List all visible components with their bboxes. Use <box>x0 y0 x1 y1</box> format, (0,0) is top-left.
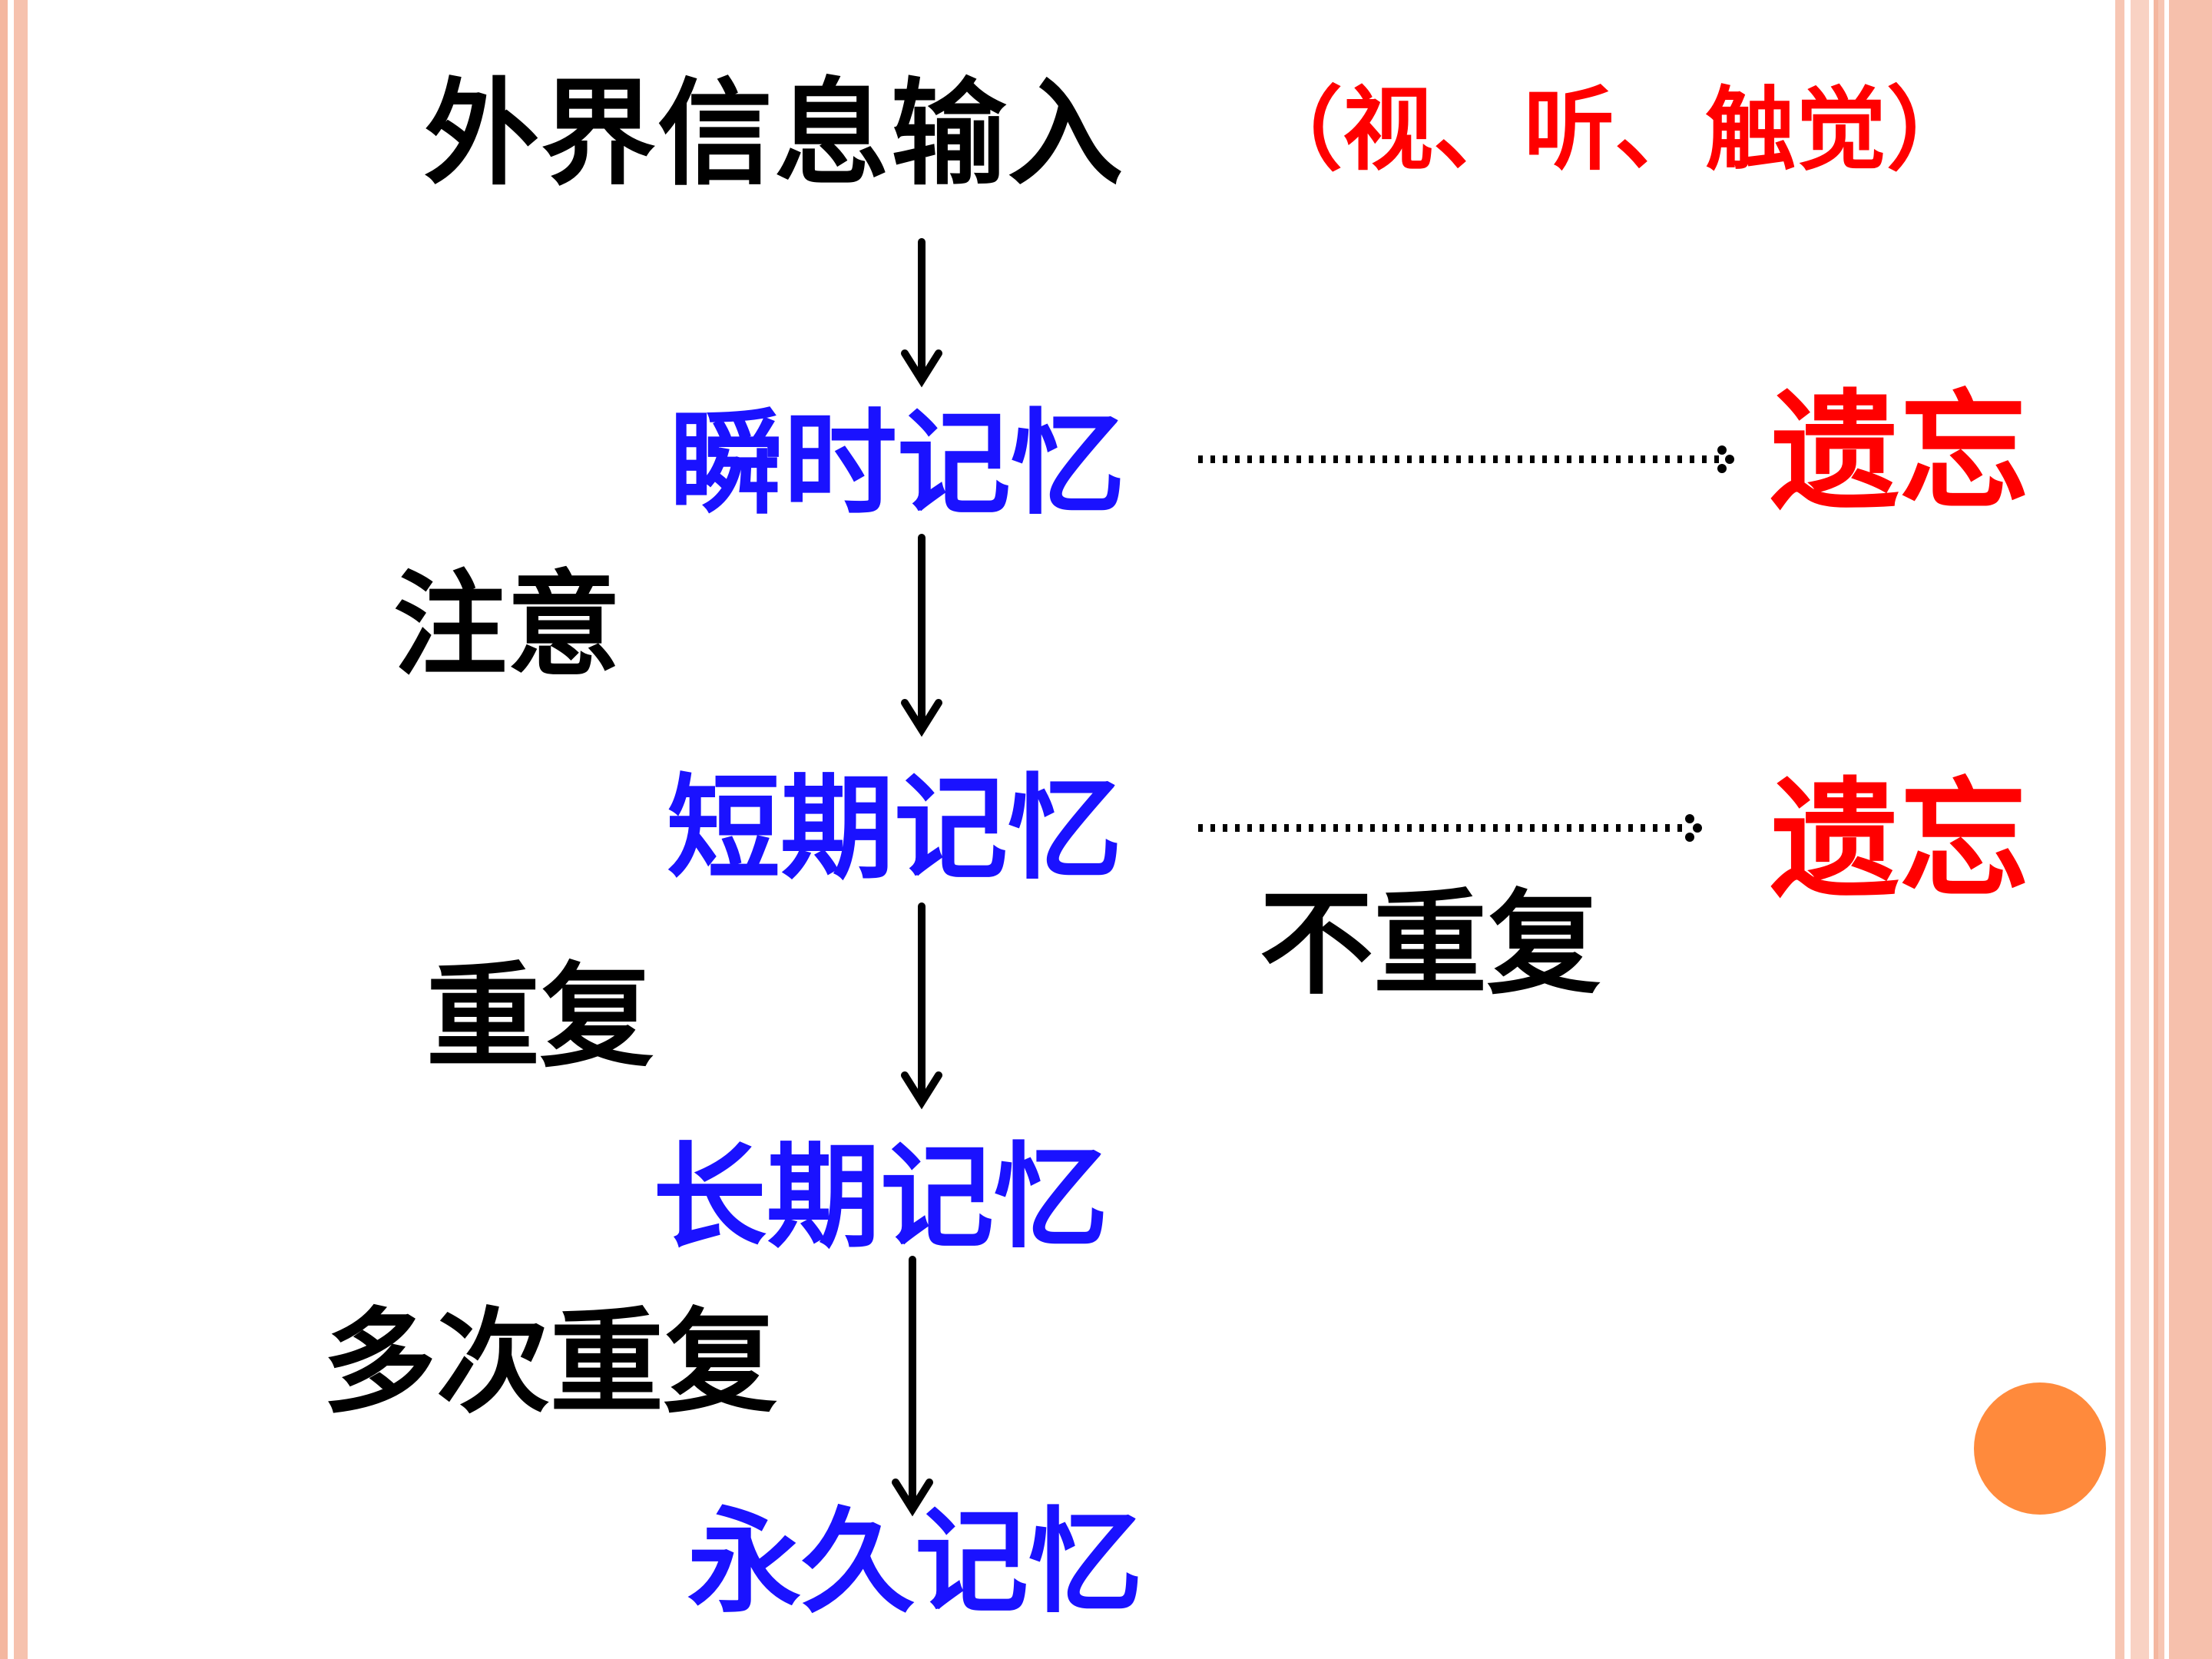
forget-label-1: 遗忘 <box>1770 377 2028 528</box>
label-multiple-repetition: 多次重复 <box>323 1296 777 1429</box>
label-repetition: 重复 <box>426 951 654 1083</box>
stage-permanent-memory: 永久记忆 <box>687 1496 1142 1628</box>
arrow-sensory-to-short <box>901 534 942 737</box>
stage-long-term-memory: 长期记忆 <box>653 1131 1108 1263</box>
arrow-input-to-sensory <box>901 238 942 388</box>
stage-short-term-memory: 短期记忆 <box>667 763 1121 895</box>
slide-frame-right <box>2114 0 2212 1659</box>
accent-dot <box>1974 1382 2106 1515</box>
arrow-short-to-long <box>901 902 942 1110</box>
label-no-repetition: 不重复 <box>1260 878 1601 1010</box>
stage-sensory-memory: 瞬时记忆 <box>670 398 1124 530</box>
forget-label-2: 遗忘 <box>1770 765 2028 916</box>
senses-note: （视、听、触觉） <box>1252 77 1978 183</box>
label-attention: 注意 <box>393 559 621 691</box>
arrow-long-to-permanent <box>892 1256 933 1517</box>
slide-frame-left <box>0 0 28 1659</box>
input-title: 外界信息输入 <box>424 68 1125 201</box>
